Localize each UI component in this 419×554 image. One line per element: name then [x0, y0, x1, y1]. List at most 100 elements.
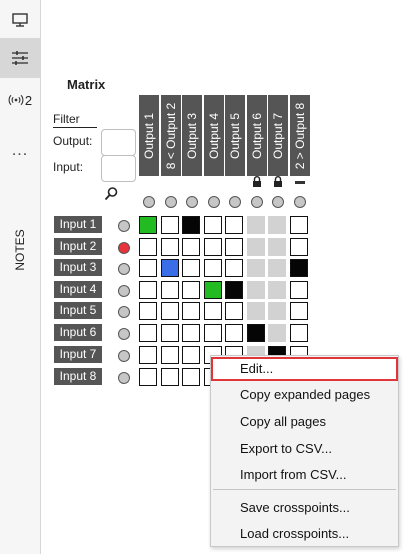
input-status-dot[interactable]: [118, 328, 130, 340]
output-status-dot[interactable]: [208, 196, 220, 208]
crosspoint-cell[interactable]: [161, 368, 179, 386]
menu-item-edit[interactable]: Edit...: [211, 357, 398, 381]
output-status-dot[interactable]: [294, 196, 306, 208]
crosspoint-cell[interactable]: [247, 238, 265, 256]
output-header-2[interactable]: 8 < Output 2: [161, 95, 181, 176]
crosspoint-cell[interactable]: [139, 324, 157, 342]
output-status-dot[interactable]: [251, 196, 263, 208]
input-status-dot[interactable]: [118, 285, 130, 297]
crosspoint-cell[interactable]: [268, 324, 286, 342]
output-filter-input[interactable]: [101, 129, 136, 156]
output-status-dot[interactable]: [229, 196, 241, 208]
crosspoint-cell[interactable]: [182, 368, 200, 386]
output-header-8[interactable]: 2 > Output 8: [290, 95, 310, 176]
menu-item-export-csv[interactable]: Export to CSV...: [240, 441, 333, 456]
crosspoint-cell[interactable]: [225, 281, 243, 299]
input-label-3[interactable]: Input 3: [54, 259, 102, 276]
crosspoint-cell[interactable]: [182, 324, 200, 342]
crosspoint-cell[interactable]: [268, 302, 286, 320]
crosspoint-cell[interactable]: [161, 281, 179, 299]
output-header-1[interactable]: Output 1: [139, 95, 159, 176]
input-label-2[interactable]: Input 2: [54, 238, 102, 255]
crosspoint-cell[interactable]: [290, 324, 308, 342]
menu-item-import-csv[interactable]: Import from CSV...: [240, 467, 347, 482]
crosspoint-cell[interactable]: [247, 216, 265, 234]
input-status-dot[interactable]: [118, 350, 130, 362]
search-button[interactable]: [103, 186, 119, 207]
crosspoint-cell[interactable]: [182, 281, 200, 299]
crosspoint-cell[interactable]: [161, 346, 179, 364]
input-label-8[interactable]: Input 8: [54, 368, 102, 385]
crosspoint-cell[interactable]: [247, 324, 265, 342]
crosspoint-cell[interactable]: [182, 238, 200, 256]
crosspoint-cell[interactable]: [247, 259, 265, 277]
output-status-dot[interactable]: [143, 196, 155, 208]
crosspoint-cell[interactable]: [182, 259, 200, 277]
crosspoint-cell[interactable]: [225, 259, 243, 277]
input-status-dot[interactable]: [118, 306, 130, 318]
crosspoint-cell[interactable]: [139, 346, 157, 364]
crosspoint-cell[interactable]: [182, 216, 200, 234]
input-status-dot[interactable]: [118, 242, 130, 254]
crosspoint-cell[interactable]: [225, 238, 243, 256]
crosspoint-cell[interactable]: [204, 281, 222, 299]
crosspoint-cell[interactable]: [290, 302, 308, 320]
input-label-6[interactable]: Input 6: [54, 324, 102, 341]
crosspoint-cell[interactable]: [139, 302, 157, 320]
crosspoint-cell[interactable]: [161, 324, 179, 342]
input-label-1[interactable]: Input 1: [54, 216, 102, 233]
crosspoint-cell[interactable]: [268, 281, 286, 299]
crosspoint-cell[interactable]: [204, 259, 222, 277]
output-header-5[interactable]: Output 5: [225, 95, 245, 176]
crosspoint-cell[interactable]: [182, 346, 200, 364]
crosspoint-cell[interactable]: [290, 259, 308, 277]
crosspoint-cell[interactable]: [247, 281, 265, 299]
crosspoint-cell[interactable]: [161, 238, 179, 256]
signal-indicator[interactable]: 2: [0, 86, 40, 114]
menu-item-save-crosspoints[interactable]: Save crosspoints...: [240, 500, 350, 515]
crosspoint-cell[interactable]: [225, 302, 243, 320]
notes-tab[interactable]: NOTES: [8, 220, 32, 280]
crosspoint-cell[interactable]: [268, 259, 286, 277]
input-label-7[interactable]: Input 7: [54, 346, 102, 363]
output-header-7[interactable]: Output 7: [268, 95, 288, 176]
crosspoint-cell[interactable]: [268, 216, 286, 234]
crosspoint-cell[interactable]: [290, 281, 308, 299]
crosspoint-cell[interactable]: [290, 238, 308, 256]
input-filter-input[interactable]: [101, 155, 136, 182]
input-status-dot[interactable]: [118, 263, 130, 275]
crosspoint-cell[interactable]: [225, 324, 243, 342]
output-status-dot[interactable]: [272, 196, 284, 208]
crosspoint-cell[interactable]: [161, 302, 179, 320]
input-label-4[interactable]: Input 4: [54, 281, 102, 298]
crosspoint-cell[interactable]: [268, 238, 286, 256]
crosspoint-cell[interactable]: [139, 368, 157, 386]
input-status-dot[interactable]: [118, 220, 130, 232]
output-header-4[interactable]: Output 4: [204, 95, 224, 176]
menu-item-load-crosspoints[interactable]: Load crosspoints...: [240, 526, 350, 541]
menu-item-copy-expanded-pages[interactable]: Copy expanded pages: [240, 387, 371, 402]
input-status-dot[interactable]: [118, 372, 130, 384]
crosspoint-cell[interactable]: [139, 216, 157, 234]
more-icon[interactable]: ...: [11, 142, 29, 159]
output-header-6[interactable]: Output 6: [247, 95, 267, 176]
crosspoint-cell[interactable]: [225, 216, 243, 234]
crosspoint-cell[interactable]: [290, 216, 308, 234]
crosspoint-cell[interactable]: [161, 216, 179, 234]
crosspoint-cell[interactable]: [247, 302, 265, 320]
settings-button[interactable]: [0, 38, 40, 78]
crosspoint-cell[interactable]: [204, 238, 222, 256]
crosspoint-cell[interactable]: [204, 324, 222, 342]
input-label-5[interactable]: Input 5: [54, 302, 102, 319]
crosspoint-cell[interactable]: [204, 216, 222, 234]
crosspoint-cell[interactable]: [182, 302, 200, 320]
crosspoint-cell[interactable]: [161, 259, 179, 277]
output-status-dot[interactable]: [186, 196, 198, 208]
crosspoint-cell[interactable]: [139, 238, 157, 256]
crosspoint-cell[interactable]: [139, 259, 157, 277]
menu-item-copy-all-pages[interactable]: Copy all pages: [240, 414, 326, 429]
monitor-button[interactable]: [0, 0, 40, 40]
output-header-3[interactable]: Output 3: [182, 95, 202, 176]
crosspoint-cell[interactable]: [204, 302, 222, 320]
output-status-dot[interactable]: [165, 196, 177, 208]
